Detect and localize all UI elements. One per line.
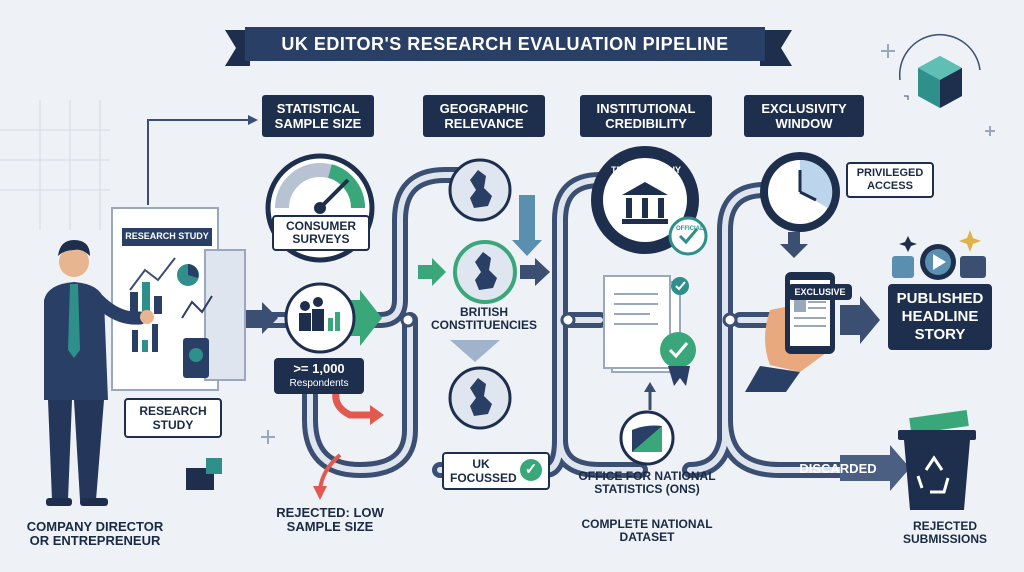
research-study-caption: RESEARCH STUDY	[124, 398, 222, 438]
certificate-icon	[603, 275, 696, 386]
bank-icon	[591, 146, 708, 256]
uk-focussed-box: UK FOCUSSED ✓	[442, 452, 550, 490]
published-story-box: PUBLISHED HEADLINE STORY	[888, 284, 992, 350]
media-icon	[892, 230, 986, 280]
discard-arrow	[840, 445, 910, 491]
uk-focussed-label: UK FOCUSSED	[450, 457, 517, 485]
stage-header-geographic: GEOGRAPHIC RELEVANCE	[423, 95, 545, 137]
rejected-sample-label: REJECTED: LOW SAMPLE SIZE	[276, 505, 384, 534]
clock-icon	[760, 152, 840, 232]
cube-icon	[918, 56, 962, 108]
threshold-value: >= 1,000	[293, 361, 345, 376]
publish-arrow	[840, 296, 880, 344]
stage-header-exclusivity: EXCLUSIVITY WINDOW	[744, 95, 864, 137]
stage-header-credibility: INSTITUTIONAL CREDIBILITY	[580, 95, 712, 137]
ons-logo	[619, 410, 675, 466]
person-icon	[44, 240, 154, 506]
dataset-label: COMPLETE NATIONAL DATASET	[581, 517, 713, 544]
ons-label: OFFICE FOR NATIONAL STATISTICS (ONS)	[578, 469, 716, 496]
document-label: RESEARCH STUDY	[125, 231, 209, 241]
exclusive-badge: EXCLUSIVE	[788, 284, 852, 300]
recycle-bin-icon	[898, 410, 976, 510]
threshold-box: >= 1,000 Respondents	[274, 358, 364, 394]
document-icon	[111, 207, 246, 391]
discarded-label: DISCARDED	[799, 461, 877, 476]
title-ribbon	[225, 30, 792, 66]
gauge-label: CONSUMER SURVEYS	[272, 215, 370, 251]
person-label: COMPANY DIRECTOR OR ENTREPRENEUR	[26, 519, 164, 548]
official-label: OFFICIAL	[676, 226, 704, 232]
page-title: UK EDITOR'S RESEARCH EVALUATION PIPELINE	[245, 27, 765, 61]
trustworthy-label: TRUSTWORTHY	[611, 165, 681, 175]
privileged-access-box: PRIVILEGED ACCESS	[846, 162, 934, 198]
rejected-submissions-label: REJECTED SUBMISSIONS	[902, 519, 987, 546]
people-chart-icon	[284, 282, 356, 354]
threshold-unit: Respondents	[289, 378, 349, 389]
british-constituencies-label: BRITISH CONSTITUENCIES	[430, 305, 537, 332]
check-icon: ✓	[520, 459, 542, 481]
stage-header-sample-size: STATISTICAL SAMPLE SIZE	[262, 95, 374, 137]
map-icon	[448, 158, 517, 430]
